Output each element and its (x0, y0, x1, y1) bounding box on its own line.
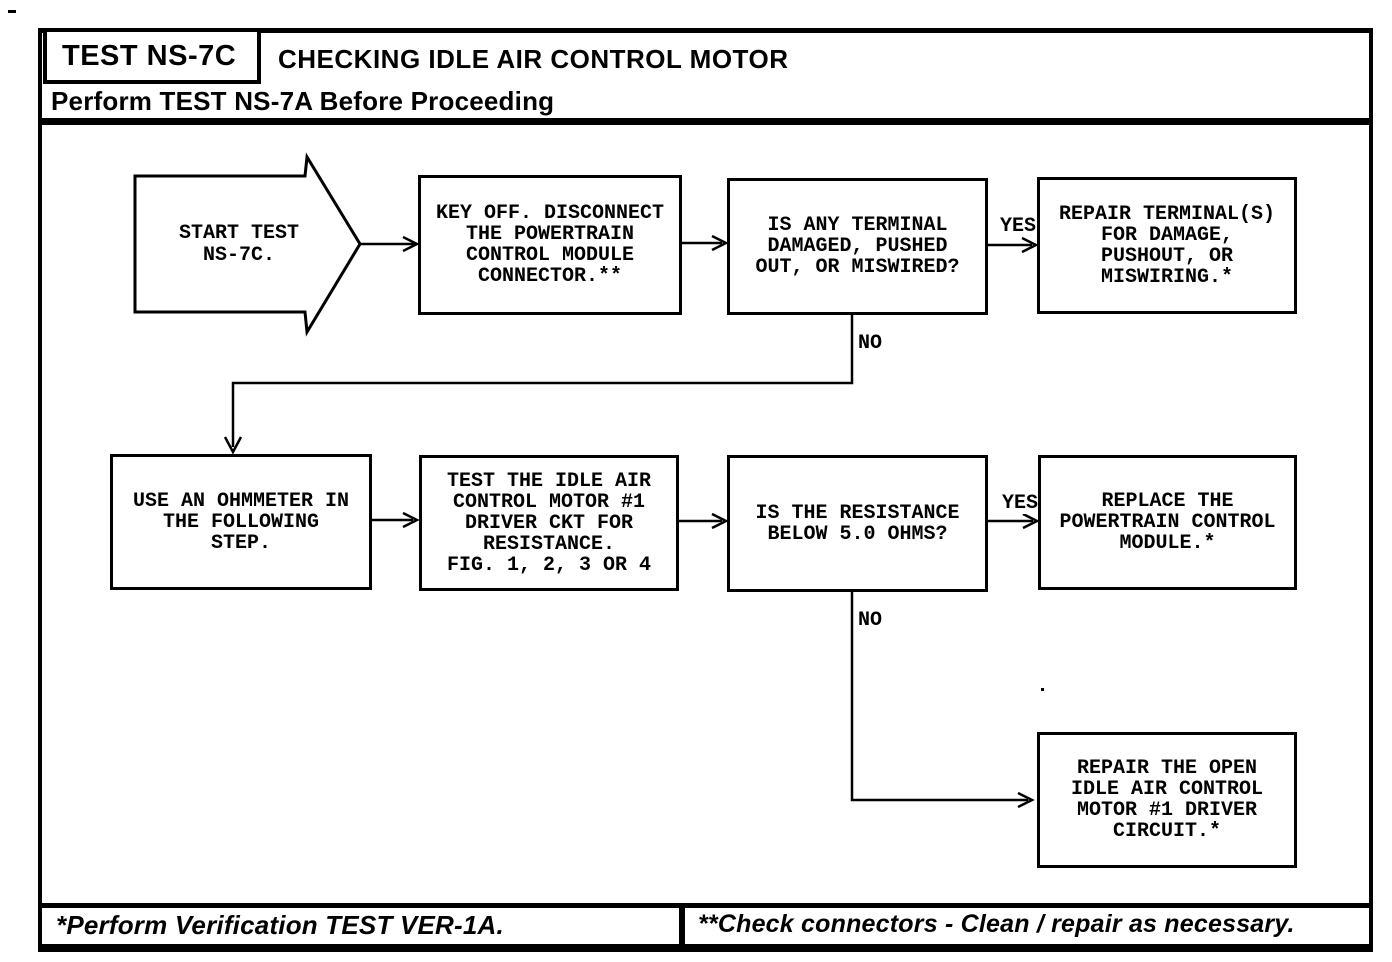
edge-label-yes-terminal: YES (1000, 215, 1037, 238)
edge-label-no-resistance: NO (858, 609, 883, 632)
scan-artifact-dash (8, 10, 16, 13)
node-decision-resistance: IS THE RESISTANCE BELOW 5.0 OHMS? (727, 455, 988, 592)
node-step-use-ohmmeter: USE AN OHMMETER IN THE FOLLOWING STEP. (110, 454, 372, 590)
node-action-replace-pcm: REPLACE THE POWERTRAIN CONTROL MODULE.* (1038, 455, 1297, 590)
node-decision-terminal-damaged: IS ANY TERMINAL DAMAGED, PUSHED OUT, OR … (727, 178, 988, 315)
edge-label-no-terminal: NO (858, 332, 883, 355)
scan-artifact-dot (1041, 688, 1044, 691)
precondition-instruction: Perform TEST NS-7A Before Proceeding (51, 86, 555, 116)
test-id-box: TEST NS-7C (43, 28, 261, 84)
header-divider-rule (38, 118, 1373, 125)
node-step-test-driver-ckt: TEST THE IDLE AIR CONTROL MOTOR #1 DRIVE… (419, 455, 679, 591)
node-step-disconnect: KEY OFF. DISCONNECT THE POWERTRAIN CONTR… (418, 175, 682, 315)
start-block-arrow-shape (133, 152, 362, 337)
node-action-repair-circuit: REPAIR THE OPEN IDLE AIR CONTROL MOTOR #… (1037, 732, 1297, 868)
edge-terminal-no (231, 315, 854, 447)
page-border-frame (38, 28, 1373, 952)
edge-resistance-no (850, 592, 1028, 802)
footnote-verification: *Perform Verification TEST VER-1A. (56, 910, 504, 940)
footer-top-rule (38, 903, 1373, 908)
node-start: START TEST NS-7C. (178, 221, 300, 267)
test-id-label: TEST NS-7C (62, 39, 237, 72)
footer-cell-divider (679, 903, 685, 950)
footnote-check-connectors: **Check connectors - Clean / repair as n… (698, 910, 1295, 938)
edge-label-yes-resistance: YES (1002, 492, 1039, 515)
node-action-repair-terminal: REPAIR TERMINAL(S) FOR DAMAGE, PUSHOUT, … (1037, 177, 1297, 314)
page-title: CHECKING IDLE AIR CONTROL MOTOR (278, 44, 789, 74)
